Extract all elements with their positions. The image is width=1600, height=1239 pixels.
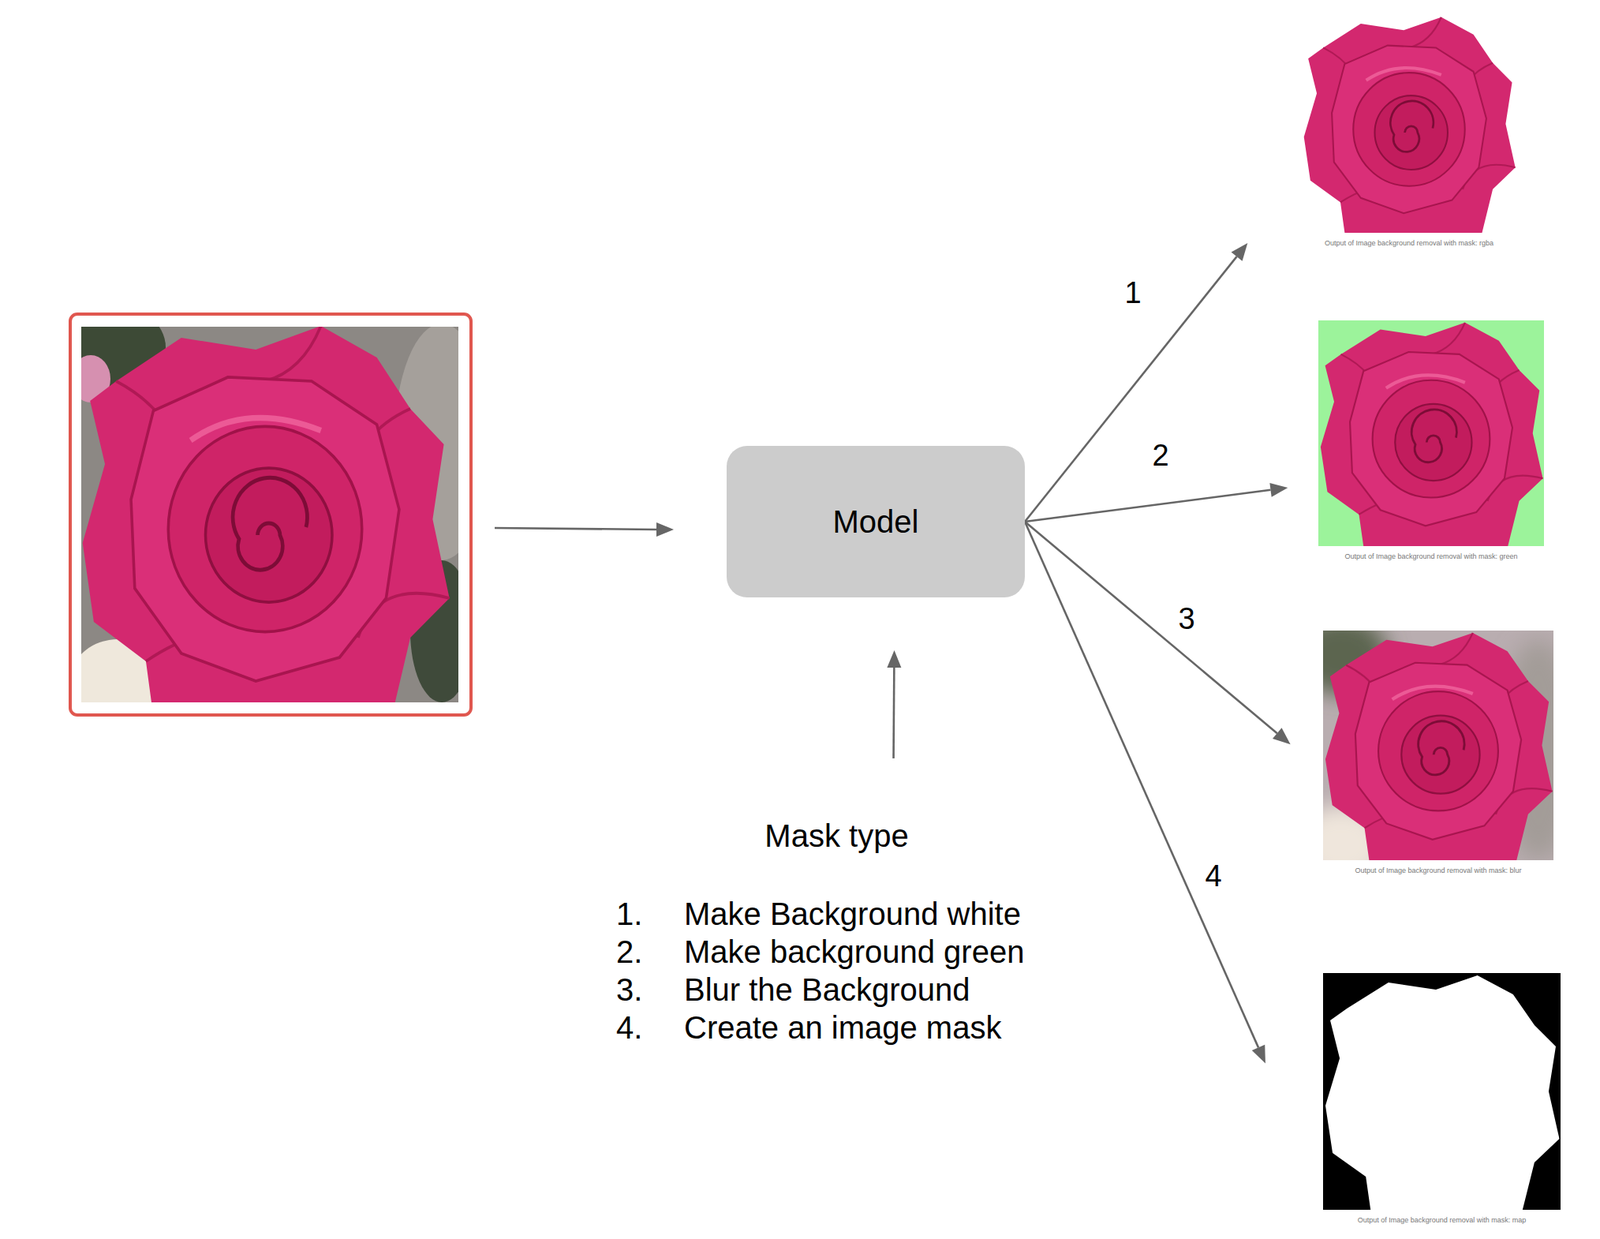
- arrow-line: [494, 527, 657, 530]
- connector-arrow: [1024, 521, 1291, 744]
- output-green: [1318, 320, 1544, 546]
- connector-line: [1024, 256, 1238, 522]
- image-caption: Output of Image background removal with …: [1323, 864, 1554, 876]
- image-caption: Output of Image background removal with …: [1323, 1214, 1561, 1226]
- arrow-head: [1231, 242, 1249, 262]
- callout-number: 2: [1151, 437, 1169, 473]
- rose: [82, 326, 450, 703]
- process-box: Model: [726, 445, 1025, 598]
- list-row: 4.Create an image mask: [616, 1008, 1058, 1047]
- list-row: 2.Make background green: [616, 932, 1058, 971]
- list-item: Create an image mask: [684, 1009, 1002, 1045]
- output-image: Output of Image background removal with …: [1323, 630, 1554, 876]
- input-photo: [55, 303, 490, 718]
- image-caption: Output of Image background removal with …: [1318, 550, 1544, 562]
- output-blur: [1323, 630, 1554, 860]
- output-image: Output of Image background removal with …: [1323, 972, 1561, 1226]
- callout-number: 1: [1124, 275, 1141, 311]
- green-ground: [1318, 320, 1544, 546]
- list-number: 2.: [616, 932, 685, 971]
- output-image: Output of Image background removal with …: [1301, 14, 1517, 249]
- rose: [1304, 17, 1516, 233]
- rose: [1320, 322, 1544, 546]
- image-caption: Output of Image background removal with …: [1301, 237, 1517, 249]
- list-number: 1.: [616, 894, 685, 933]
- blurred-scene: [1323, 630, 1554, 860]
- callout-number: 3: [1177, 601, 1195, 636]
- connector-arrow: [1024, 482, 1288, 522]
- list-row: 3.Blur the Background: [616, 970, 1058, 1009]
- mask-shape: [1325, 975, 1559, 1210]
- output-rgba: [1304, 17, 1516, 233]
- connector-arrow: [1024, 521, 1266, 1063]
- arrow-head: [1269, 482, 1288, 498]
- arrow-head: [886, 650, 901, 668]
- output-image: Output of Image background removal with …: [1318, 320, 1544, 562]
- list-number: 3.: [616, 970, 685, 1009]
- list-heading: Mask type: [616, 816, 1058, 855]
- connector-line: [1024, 489, 1272, 522]
- output-map: [1323, 972, 1561, 1210]
- arrow-head: [656, 522, 674, 537]
- connector-line: [1024, 521, 1278, 733]
- list-item: Make background green: [684, 934, 1025, 969]
- box-label: Model: [833, 504, 920, 540]
- list-number: 4.: [616, 1008, 685, 1047]
- input-arrow: [494, 522, 674, 537]
- list-item: Make Background white: [684, 896, 1021, 931]
- connector-arrow: [1024, 242, 1248, 522]
- photo-content: [81, 326, 459, 703]
- list-item: Blur the Background: [684, 971, 970, 1007]
- rose: [1325, 632, 1553, 860]
- connector-line: [892, 667, 895, 759]
- callout-number: 4: [1204, 858, 1222, 894]
- connector-arrow: [886, 650, 901, 759]
- option-list: Mask type 1.Make Background white2.Make b…: [607, 816, 1058, 1047]
- mask-ground: [1323, 972, 1561, 1210]
- list-row: 1.Make Background white: [616, 894, 1058, 933]
- arrow-head: [1272, 727, 1291, 744]
- connector-line: [1024, 521, 1259, 1047]
- arrow-head: [1252, 1044, 1266, 1064]
